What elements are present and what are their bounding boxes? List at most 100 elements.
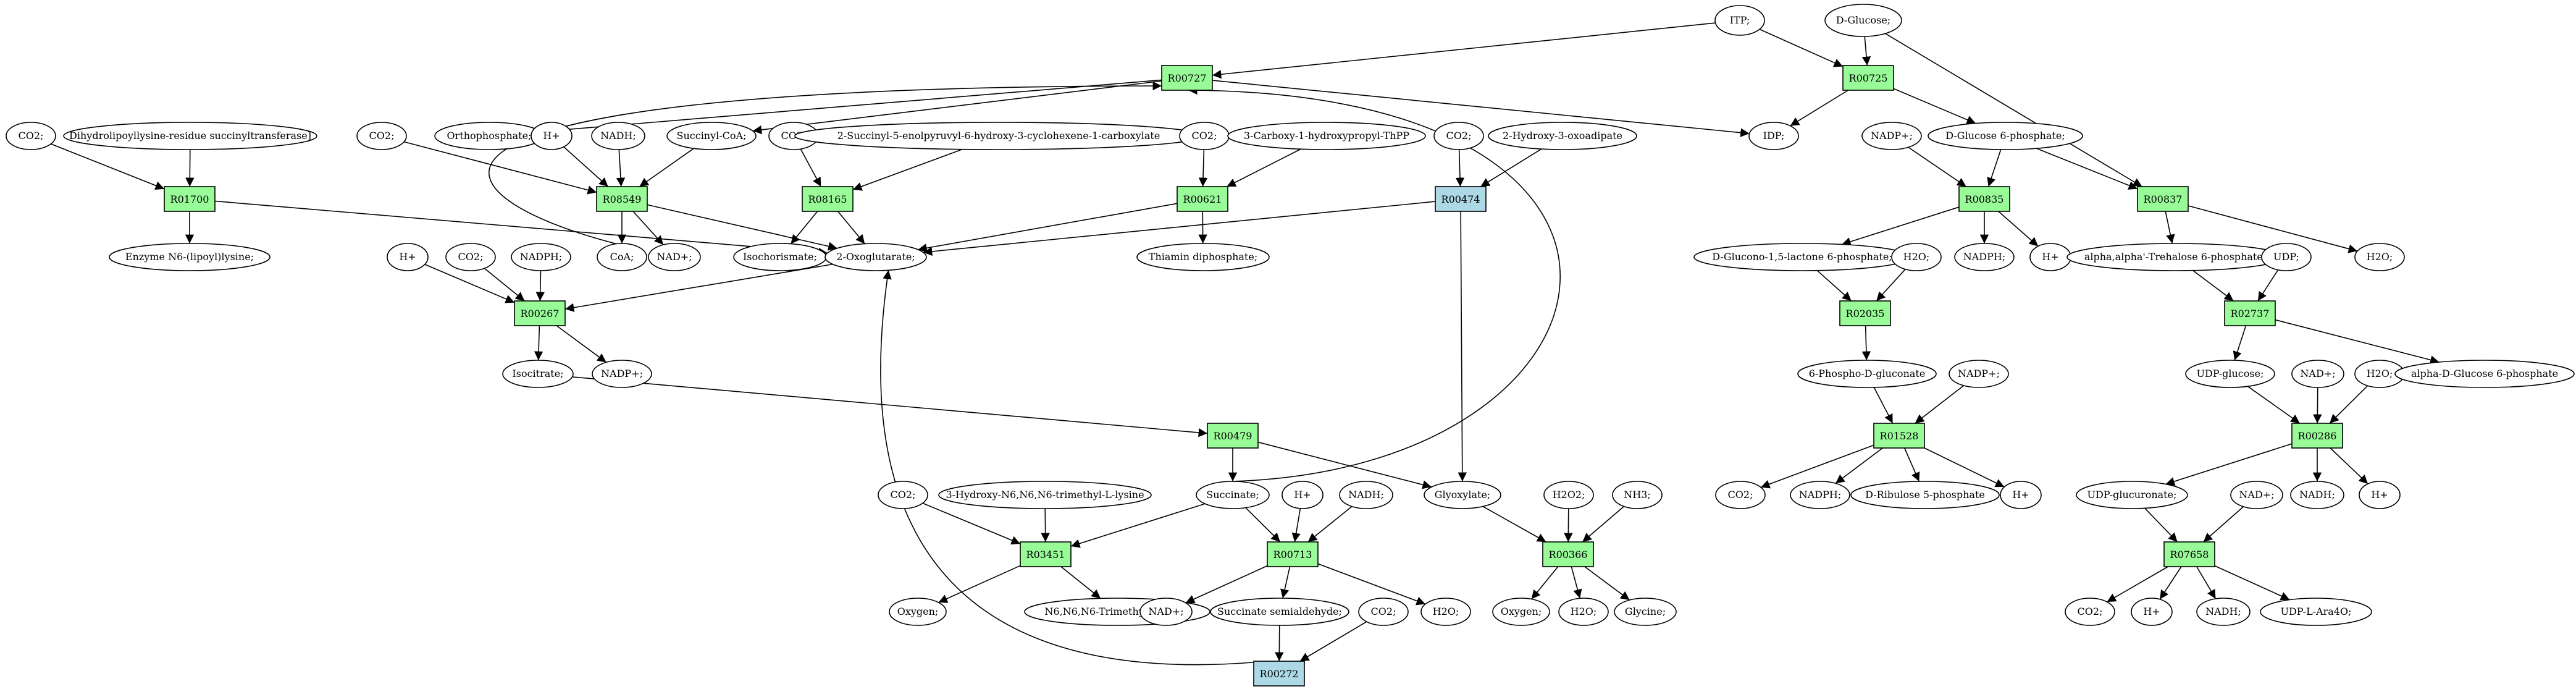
metabolite-node-isochor[interactable]: Isochorismate; <box>733 243 827 271</box>
metabolite-node-gl6p[interactable]: D-Glucono-1,5-lactone 6-phosphate; <box>1693 243 1911 271</box>
metabolite-node-nadph-c[interactable]: NADPH; <box>1790 481 1850 509</box>
metabolite-node-co2-g[interactable]: CO2; <box>878 481 928 509</box>
reaction-node-r00474[interactable]: R00474 <box>1435 186 1487 212</box>
reaction-node-r02035[interactable]: R02035 <box>1839 300 1891 326</box>
metabolite-node-nadp-b[interactable]: NADP+; <box>592 360 652 388</box>
metabolite-node-udpglucose[interactable]: UDP-glucose; <box>2185 360 2275 388</box>
edge-R00713-to-ssa <box>1280 566 1291 599</box>
metabolite-node-h2o-a[interactable]: H2O; <box>1891 243 1942 271</box>
metabolite-node-cpthpp[interactable]: 3-Carboxy-1-hydroxypropyl-ThPP <box>1227 122 1426 150</box>
metabolite-node-nadp-c[interactable]: NADP+; <box>1949 360 2009 388</box>
metabolite-node-glycine[interactable]: Glycine; <box>1614 598 1677 626</box>
metabolite-node-co2-j[interactable]: CO2; <box>2065 598 2115 626</box>
metabolite-node-ssa[interactable]: Succinate semialdehyde; <box>1210 598 1349 626</box>
metabolite-node-dglucose[interactable]: D-Glucose; <box>1824 4 1902 37</box>
metabolite-node-nadh-a[interactable]: NADH; <box>591 122 645 150</box>
reaction-node-r00286[interactable]: R00286 <box>2291 423 2343 449</box>
metabolite-node-hplus-b[interactable]: H+ <box>387 243 429 271</box>
metabolite-node-glyoxylate[interactable]: Glyoxylate; <box>1424 481 1501 509</box>
reaction-node-r02737[interactable]: R02737 <box>2224 300 2276 326</box>
metabolite-node-nadph-b[interactable]: NADPH; <box>1954 243 2015 271</box>
metabolite-label: 2-Oxoglutarate; <box>836 251 915 263</box>
metabolite-node-thiamin[interactable]: Thiamin diphosphate; <box>1136 243 1270 271</box>
metabolite-node-nadp-a[interactable]: NADP+; <box>1861 122 1922 150</box>
metabolite-node-udpgluc[interactable]: UDP-glucuronate; <box>2076 481 2188 509</box>
metabolite-node-hplus-f[interactable]: H+ <box>2359 481 2401 509</box>
metabolite-node-ribulose[interactable]: D-Ribulose 5-phosphate <box>1850 481 2000 509</box>
metabolite-node-co2-a[interactable]: CO2; <box>6 122 56 150</box>
metabolite-node-co2-b[interactable]: CO2; <box>356 122 407 150</box>
metabolite-node-itp[interactable]: ITP; <box>1714 5 1765 36</box>
metabolite-node-orthophos[interactable]: Orthophosphate; <box>434 122 544 150</box>
metabolite-node-hplus-e[interactable]: H+ <box>2000 481 2042 509</box>
reaction-box <box>802 186 854 212</box>
metabolite-node-idp[interactable]: IDP; <box>1748 122 1799 150</box>
metabolite-node-hoxo[interactable]: 2-Hydroxy-3-oxoadipate <box>1488 122 1637 150</box>
metabolite-label: IDP; <box>1763 130 1785 142</box>
metabolite-label: UDP-glucuronate; <box>2087 489 2177 501</box>
metabolite-node-hplus-a[interactable]: H+ <box>531 122 573 150</box>
reaction-node-r00267[interactable]: R00267 <box>514 300 566 326</box>
metabolite-node-nad-c[interactable]: NAD+; <box>1139 598 1193 626</box>
metabolite-node-nad-b[interactable]: NAD+; <box>2291 360 2344 388</box>
reaction-node-r03451[interactable]: R03451 <box>1020 541 1072 567</box>
reaction-node-r00366[interactable]: R00366 <box>1542 541 1594 567</box>
metabolite-node-nadh-b[interactable]: NADH; <box>1339 481 1393 509</box>
metabolite-node-g6p[interactable]: D-Glucose 6-phosphate; <box>1928 122 2083 150</box>
metabolite-node-succoa[interactable]: Succinyl-CoA; <box>666 122 757 150</box>
metabolite-node-nh3[interactable]: NH3; <box>1612 481 1663 509</box>
edge-hplus_b-to-R00267 <box>424 264 515 303</box>
metabolite-label: UDP-glucose; <box>2197 368 2264 379</box>
metabolite-ellipse <box>824 243 927 271</box>
reaction-node-r00272[interactable]: R00272 <box>1253 661 1305 687</box>
metabolite-node-co2-f[interactable]: CO2; <box>445 243 496 271</box>
metabolite-label: NADH; <box>2205 606 2241 617</box>
reaction-node-r00727[interactable]: R00727 <box>1161 65 1213 91</box>
reaction-node-r00479[interactable]: R00479 <box>1207 423 1259 449</box>
metabolite-node-co2-h[interactable]: CO2; <box>1715 481 1766 509</box>
metabolite-node-oxygen-a[interactable]: Oxygen; <box>889 598 947 626</box>
metabolite-node-oxoglut[interactable]: 2-Oxoglutarate; <box>824 243 927 271</box>
metabolite-node-udp[interactable]: UDP; <box>2261 243 2312 271</box>
metabolite-node-nadh-c[interactable]: NADH; <box>2290 481 2344 509</box>
metabolite-node-udpara[interactable]: UDP-L-Ara4O; <box>2260 598 2372 626</box>
metabolite-node-hplus-c[interactable]: H+ <box>2029 243 2071 271</box>
metabolite-node-co2-e[interactable]: CO2; <box>1433 122 1484 150</box>
metabolite-label: NADP+; <box>601 368 643 379</box>
metabolite-node-dhlst[interactable]: Dihydrolipoyllysine-residue succinyltran… <box>63 122 317 150</box>
reaction-node-r01528[interactable]: R01528 <box>1873 423 1925 449</box>
metabolite-node-enzyme[interactable]: Enzyme N6-(lipoyl)lysine; <box>109 243 271 271</box>
metabolite-node-co2-i[interactable]: CO2; <box>1358 598 1409 626</box>
reaction-node-r00621[interactable]: R00621 <box>1177 186 1228 212</box>
metabolite-node-pgluconate[interactable]: 6-Phospho-D-gluconate <box>1797 360 1937 388</box>
metabolite-node-h2o2[interactable]: H2O2; <box>1543 481 1594 509</box>
metabolite-node-isocitrate[interactable]: Isocitrate; <box>502 360 574 388</box>
metabolite-node-h2o-d[interactable]: H2O; <box>1420 598 1471 626</box>
reaction-node-r08549[interactable]: R08549 <box>596 186 648 212</box>
reaction-node-r00713[interactable]: R00713 <box>1267 541 1319 567</box>
metabolite-node-coa[interactable]: CoA; <box>597 243 647 271</box>
reaction-node-r00725[interactable]: R00725 <box>1842 65 1894 91</box>
metabolite-node-nadh-d[interactable]: NADH; <box>2196 598 2251 626</box>
reaction-node-r00835[interactable]: R00835 <box>1958 186 2010 212</box>
metabolite-node-nadph-a[interactable]: NADPH; <box>511 243 571 271</box>
reaction-node-r07658[interactable]: R07658 <box>2163 541 2215 567</box>
metabolite-node-succinate[interactable]: Succinate; <box>1196 481 1270 509</box>
metabolite-node-nad-d[interactable]: NAD+; <box>2230 481 2283 509</box>
metabolite-node-ag1p[interactable]: alpha-D-Glucose 6-phosphate <box>2394 360 2575 388</box>
metabolite-node-h2o-b[interactable]: H2O; <box>2354 243 2405 271</box>
metabolite-node-hplus-g[interactable]: H+ <box>2131 598 2173 626</box>
metabolite-node-h2o-e[interactable]: H2O; <box>1558 598 1609 626</box>
reaction-node-r01700[interactable]: R01700 <box>164 186 216 212</box>
metabolite-node-nad-a[interactable]: NAD+; <box>648 243 701 271</box>
edge-itp-to-R00727 <box>1212 22 1716 79</box>
edge-R00286-to-hplus_f <box>2330 447 2368 484</box>
metabolite-node-trehalose[interactable]: alpha,alpha'-Trehalose 6-phosphate; <box>2066 243 2284 271</box>
metabolite-node-co2-d[interactable]: CO2; <box>1179 122 1230 150</box>
reaction-node-r08165[interactable]: R08165 <box>802 186 854 212</box>
metabolite-node-sephchc[interactable]: 2-Succinyl-5-enolpyruvyl-6-hydroxy-3-cyc… <box>794 122 1203 150</box>
metabolite-node-hplus-d[interactable]: H+ <box>1282 481 1324 509</box>
metabolite-node-html[interactable]: 3-Hydroxy-N6,N6,N6-trimethyl-L-lysine <box>938 481 1152 509</box>
metabolite-node-oxygen-b[interactable]: Oxygen; <box>1492 598 1550 626</box>
reaction-node-r00837[interactable]: R00837 <box>2137 186 2189 212</box>
